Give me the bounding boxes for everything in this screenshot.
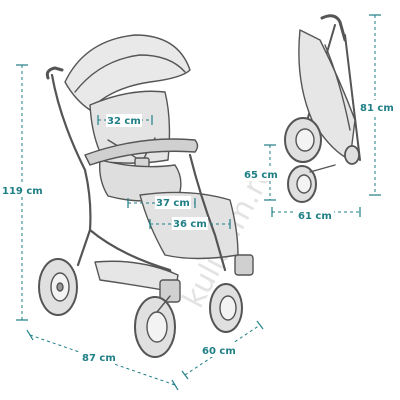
rear-wheel — [38, 258, 78, 316]
front-wheel-left — [134, 279, 181, 358]
folded-rear-wheel — [284, 117, 322, 163]
bumper-bar — [84, 138, 199, 166]
label-overall-height: 119 cm — [2, 186, 43, 197]
stroller-main — [38, 34, 254, 358]
dim-line-overall-length — [29, 334, 176, 386]
folded-side-wheel — [344, 145, 360, 165]
label-footrest-width: 37 cm — [156, 198, 190, 209]
label-overall-length: 87 cm — [82, 353, 116, 364]
label-folded-length: 61 cm — [298, 211, 332, 222]
stroller-folded — [284, 14, 361, 203]
folded-front-wheel — [287, 164, 336, 203]
label-folded-depth: 65 cm — [244, 170, 278, 181]
label-seat-depth: 36 cm — [173, 219, 207, 230]
front-wheel-right — [209, 254, 254, 333]
label-seat-width: 32 cm — [107, 116, 141, 127]
label-overall-width: 60 cm — [202, 346, 236, 357]
label-folded-height: 81 cm — [360, 103, 394, 114]
stroller-handle — [45, 66, 64, 80]
